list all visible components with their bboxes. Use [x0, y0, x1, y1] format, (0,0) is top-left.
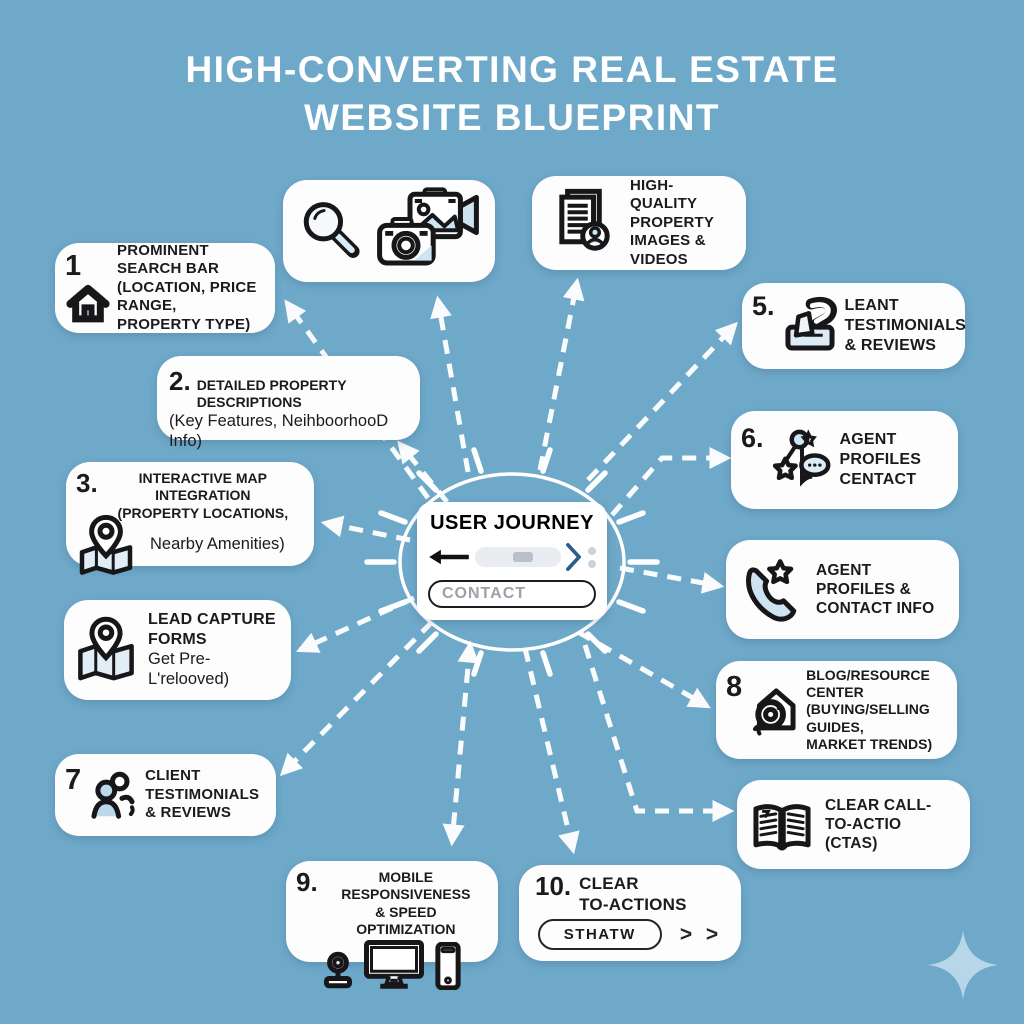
card-blog-center-line2: (BUYING/SELLING GUIDES,	[806, 701, 930, 735]
card-blog-center-line3: MARKET TRENDS)	[806, 736, 933, 753]
connector-hub-agents	[610, 446, 732, 517]
double-chevron-icon: > >	[679, 922, 723, 946]
card-contact-info: AGENT PROFILES & CONTACT INFO	[726, 540, 959, 639]
webcam-icon	[322, 948, 354, 990]
card-search-bar-line3: PROPERTY TYPE)	[117, 315, 251, 333]
card-agent-profiles-line2: CENTACT	[839, 470, 917, 488]
person-star-chat-icon	[770, 425, 834, 495]
hub-sunburst	[364, 447, 660, 677]
card-testimonials-right: 5. LEANT TESTIMONIALS & REVIEWS	[742, 283, 967, 369]
progress-pill[interactable]	[475, 547, 561, 567]
card-ctas-bottom-line2: TO-ACTIONS	[579, 895, 687, 915]
people-icon	[85, 765, 141, 825]
card-search-bar-number: 1	[65, 249, 82, 282]
page-title-line1: HIGH-CONVERTING REAL ESTATE	[185, 49, 839, 90]
card-images-videos-label: HIGH-QUALITY PROPERTY IMAGES & VIDEOS	[630, 176, 714, 268]
connector-hub-media	[430, 295, 471, 473]
connector-hub-mobile	[442, 640, 480, 847]
card-mobile-number: 9.	[296, 867, 318, 897]
hand-form-icon	[781, 295, 839, 357]
camera-house-icon	[746, 680, 802, 740]
card-images-videos: HIGH-QUALITY PROPERTY IMAGES & VIDEOS	[532, 176, 746, 270]
connector-hub-testimonials-left	[279, 620, 434, 777]
card-ctas-right-line1: CLEAR CALL-TO-ACTIO	[825, 796, 932, 833]
card-testimonials-right-number: 5.	[752, 291, 775, 321]
dots-icon	[588, 546, 596, 568]
card-ctas-bottom: 10. CLEAR TO-ACTIONS STHATW > >	[519, 865, 741, 961]
card-testimonials-left-label: CLIENT TESTIMONIALS & REVIEWS	[145, 767, 260, 822]
card-blog-center: 8 BLOG/RESOURCE CENTER (BUYING/SELLING G…	[716, 661, 957, 759]
card-blog-center-number: 8	[726, 671, 743, 703]
sparkle-icon	[928, 930, 998, 1000]
card-testimonials-left: 7 CLIENT TESTIMONIALS & REVIEWS	[55, 754, 276, 836]
connector-hub-images	[537, 277, 585, 471]
card-map-integration: 3. INTERACTIVE MAP INTEGRATION (PROPERTY…	[66, 462, 314, 566]
connector-hub-lead	[295, 595, 416, 653]
card-agent-profiles-line1: AGENT PROFILES	[839, 431, 922, 469]
card-search-bar-line1: PROMINENT SEARCH BAR	[117, 241, 220, 278]
camera-video-icon	[363, 187, 481, 275]
card-ctas-bottom-number: 10.	[535, 871, 572, 901]
card-map-integration-line1: INTERACTIVE MAP INTEGRATION	[138, 470, 268, 504]
card-testimonials-left-number: 7	[65, 764, 82, 796]
card-search-bar: 1 PROMINENT SEARCH BAR (LOCATION, PRICE …	[55, 241, 275, 333]
cta-button[interactable]: STHATW	[537, 919, 662, 951]
connector-hub-contact-info	[619, 565, 725, 594]
card-descriptions-title: DETAILED PROPERTY DESCRIPTIONS	[196, 377, 347, 411]
left-arrow-icon	[429, 549, 469, 565]
card-contact-info-line2: CONTACT INFO	[816, 600, 935, 618]
card-ctas-bottom-line1: CLEAR	[579, 874, 639, 893]
card-descriptions-subtitle: (Key Features, NeihboorhooD Info)	[169, 411, 389, 450]
card-lead-capture-line1: LEAD CAPTURE FORMS	[148, 611, 276, 649]
documents-person-icon	[546, 185, 618, 261]
connector-hub-descriptions	[397, 440, 449, 504]
magnifier-icon	[297, 195, 363, 267]
map-pin-icon	[74, 615, 138, 685]
card-mobile-line2: & SPEED OPTIMIZATION	[356, 903, 456, 938]
card-ctas-right: CLEAR CALL-TO-ACTIO (CTAS)	[737, 780, 970, 869]
connector-hub-map	[320, 515, 411, 543]
contact-button[interactable]: CONTACT	[428, 580, 596, 608]
page-title: HIGH-CONVERTING REAL ESTATE WEBSITE BLUE…	[0, 46, 1024, 142]
card-search-bar-line2: (LOCATION, PRICE RANGE,	[117, 278, 257, 315]
card-media-icons	[283, 180, 495, 282]
user-journey-hub: USER JOURNEY CONTACT	[417, 502, 607, 620]
card-testimonials-right-label: LEANT TESTIMONIALS & REVIEWS	[844, 297, 967, 354]
connector-hub-testimonials-right	[586, 321, 739, 482]
card-map-integration-subtitle: Nearby Amenities)	[150, 535, 285, 554]
house-icon	[65, 281, 111, 325]
card-mobile-line1: MOBILE RESPONSIVENESS	[341, 869, 471, 903]
monitor-icon	[362, 940, 426, 990]
connector-hub-ctas-right	[582, 644, 735, 823]
page-title-line2: WEBSITE BLUEPRINT	[303, 97, 721, 139]
card-lead-capture-line2: Get Pre-L'relooved)	[148, 650, 230, 688]
card-map-integration-number: 3.	[76, 468, 98, 498]
card-ctas-right-line2: (CTAS)	[825, 835, 878, 853]
smartphone-icon	[434, 942, 462, 990]
right-chevron-icon	[566, 543, 581, 571]
progress-pill-knob	[513, 552, 533, 562]
connector-hub-ctas-bottom	[522, 647, 580, 855]
card-lead-capture: LEAD CAPTURE FORMS Get Pre-L'relooved)	[64, 600, 291, 700]
open-book-icon	[749, 794, 815, 856]
card-blog-center-line1: BLOG/RESOURCE CENTER	[806, 666, 930, 700]
phone-star-icon	[738, 554, 806, 626]
card-contact-info-line1: AGENT PROFILES &	[816, 561, 912, 598]
card-descriptions-number: 2.	[169, 366, 191, 396]
card-mobile: 9. MOBILE RESPONSIVENESS & SPEED OPTIMIZ…	[286, 861, 498, 962]
card-map-integration-line2: (PROPERTY LOCATIONS,	[117, 504, 289, 521]
card-agent-profiles: 6. AGENT PROFILES CENTACT	[731, 411, 958, 509]
card-agent-profiles-number: 6.	[741, 423, 764, 453]
hub-title: USER JOURNEY	[430, 512, 594, 534]
card-descriptions: 2. DETAILED PROPERTY DESCRIPTIONS (Key F…	[157, 356, 420, 450]
map-pin-icon	[76, 514, 136, 576]
